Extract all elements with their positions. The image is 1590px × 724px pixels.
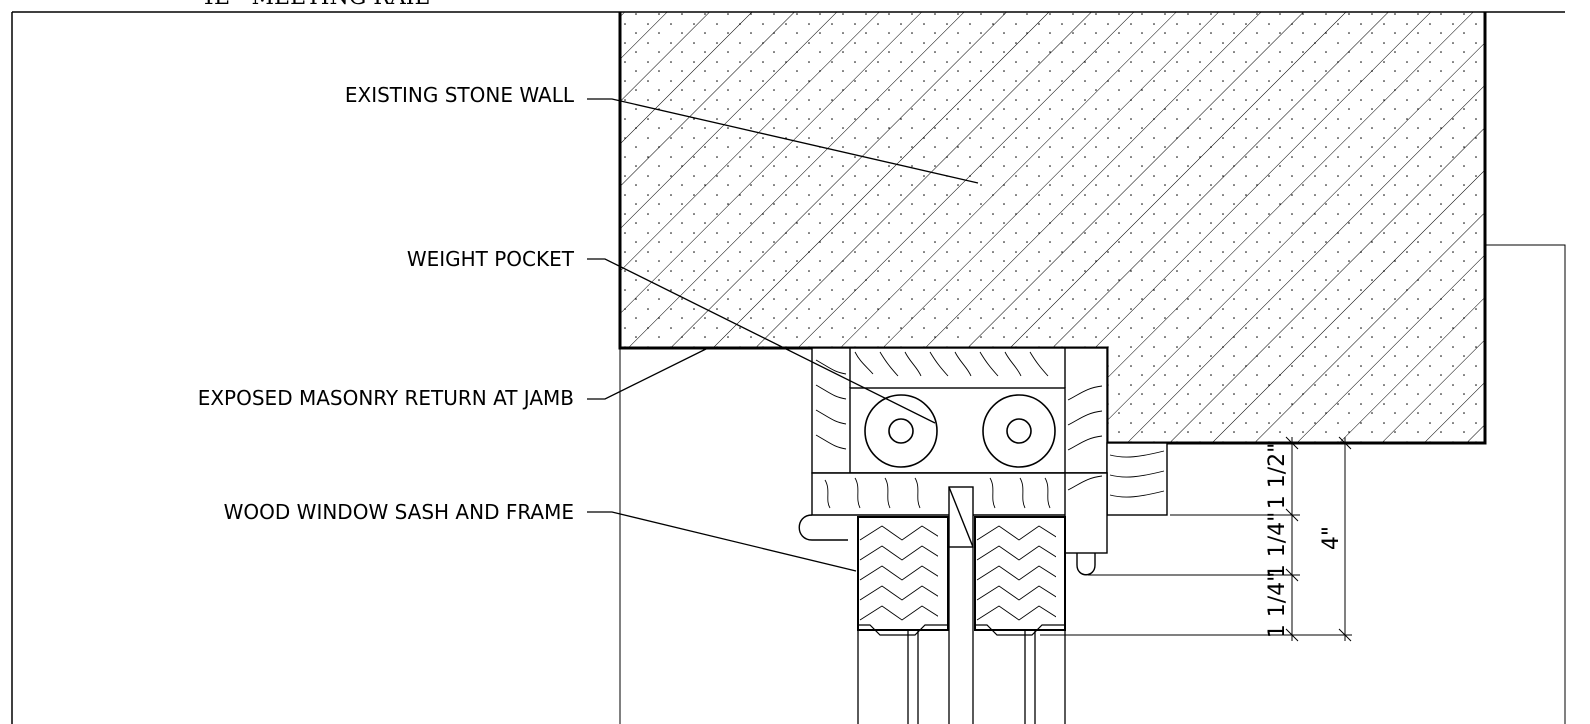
sash-weights: [864, 394, 1056, 468]
leader-lines: [587, 98, 979, 572]
dimension-overall-4: 4": [1319, 526, 1344, 550]
label-existing-stone-wall: EXISTING STONE WALL: [345, 83, 575, 107]
dimension-1-1-2: 1 1/2": [1265, 443, 1290, 510]
label-masonry-return: EXPOSED MASONRY RETURN AT JAMB: [198, 386, 574, 410]
wall-extension-line: [1485, 244, 1566, 724]
stone-wall: [618, 12, 1487, 445]
wood-grain: [815, 351, 1165, 509]
dimension-1-1-4-upper: 1 1/4": [1265, 512, 1290, 579]
dimension-1-1-4-lower: 1 1/4": [1265, 572, 1290, 639]
label-sash-and-frame: WOOD WINDOW SASH AND FRAME: [224, 500, 574, 524]
label-weight-pocket: WEIGHT POCKET: [407, 247, 575, 271]
drawing-title: 4E - MEETING RAIL: [200, 0, 429, 10]
dimension-labels: 1 1/2" 1 1/4" 1 1/4" 4": [1265, 443, 1344, 639]
dimension-lines: [1040, 436, 1352, 642]
wood-window-sash: [857, 516, 1066, 636]
wood-window-frame: [798, 347, 1168, 576]
sash-stiles: [857, 547, 1066, 724]
callout-labels: EXISTING STONE WALL WEIGHT POCKET EXPOSE…: [198, 83, 575, 524]
